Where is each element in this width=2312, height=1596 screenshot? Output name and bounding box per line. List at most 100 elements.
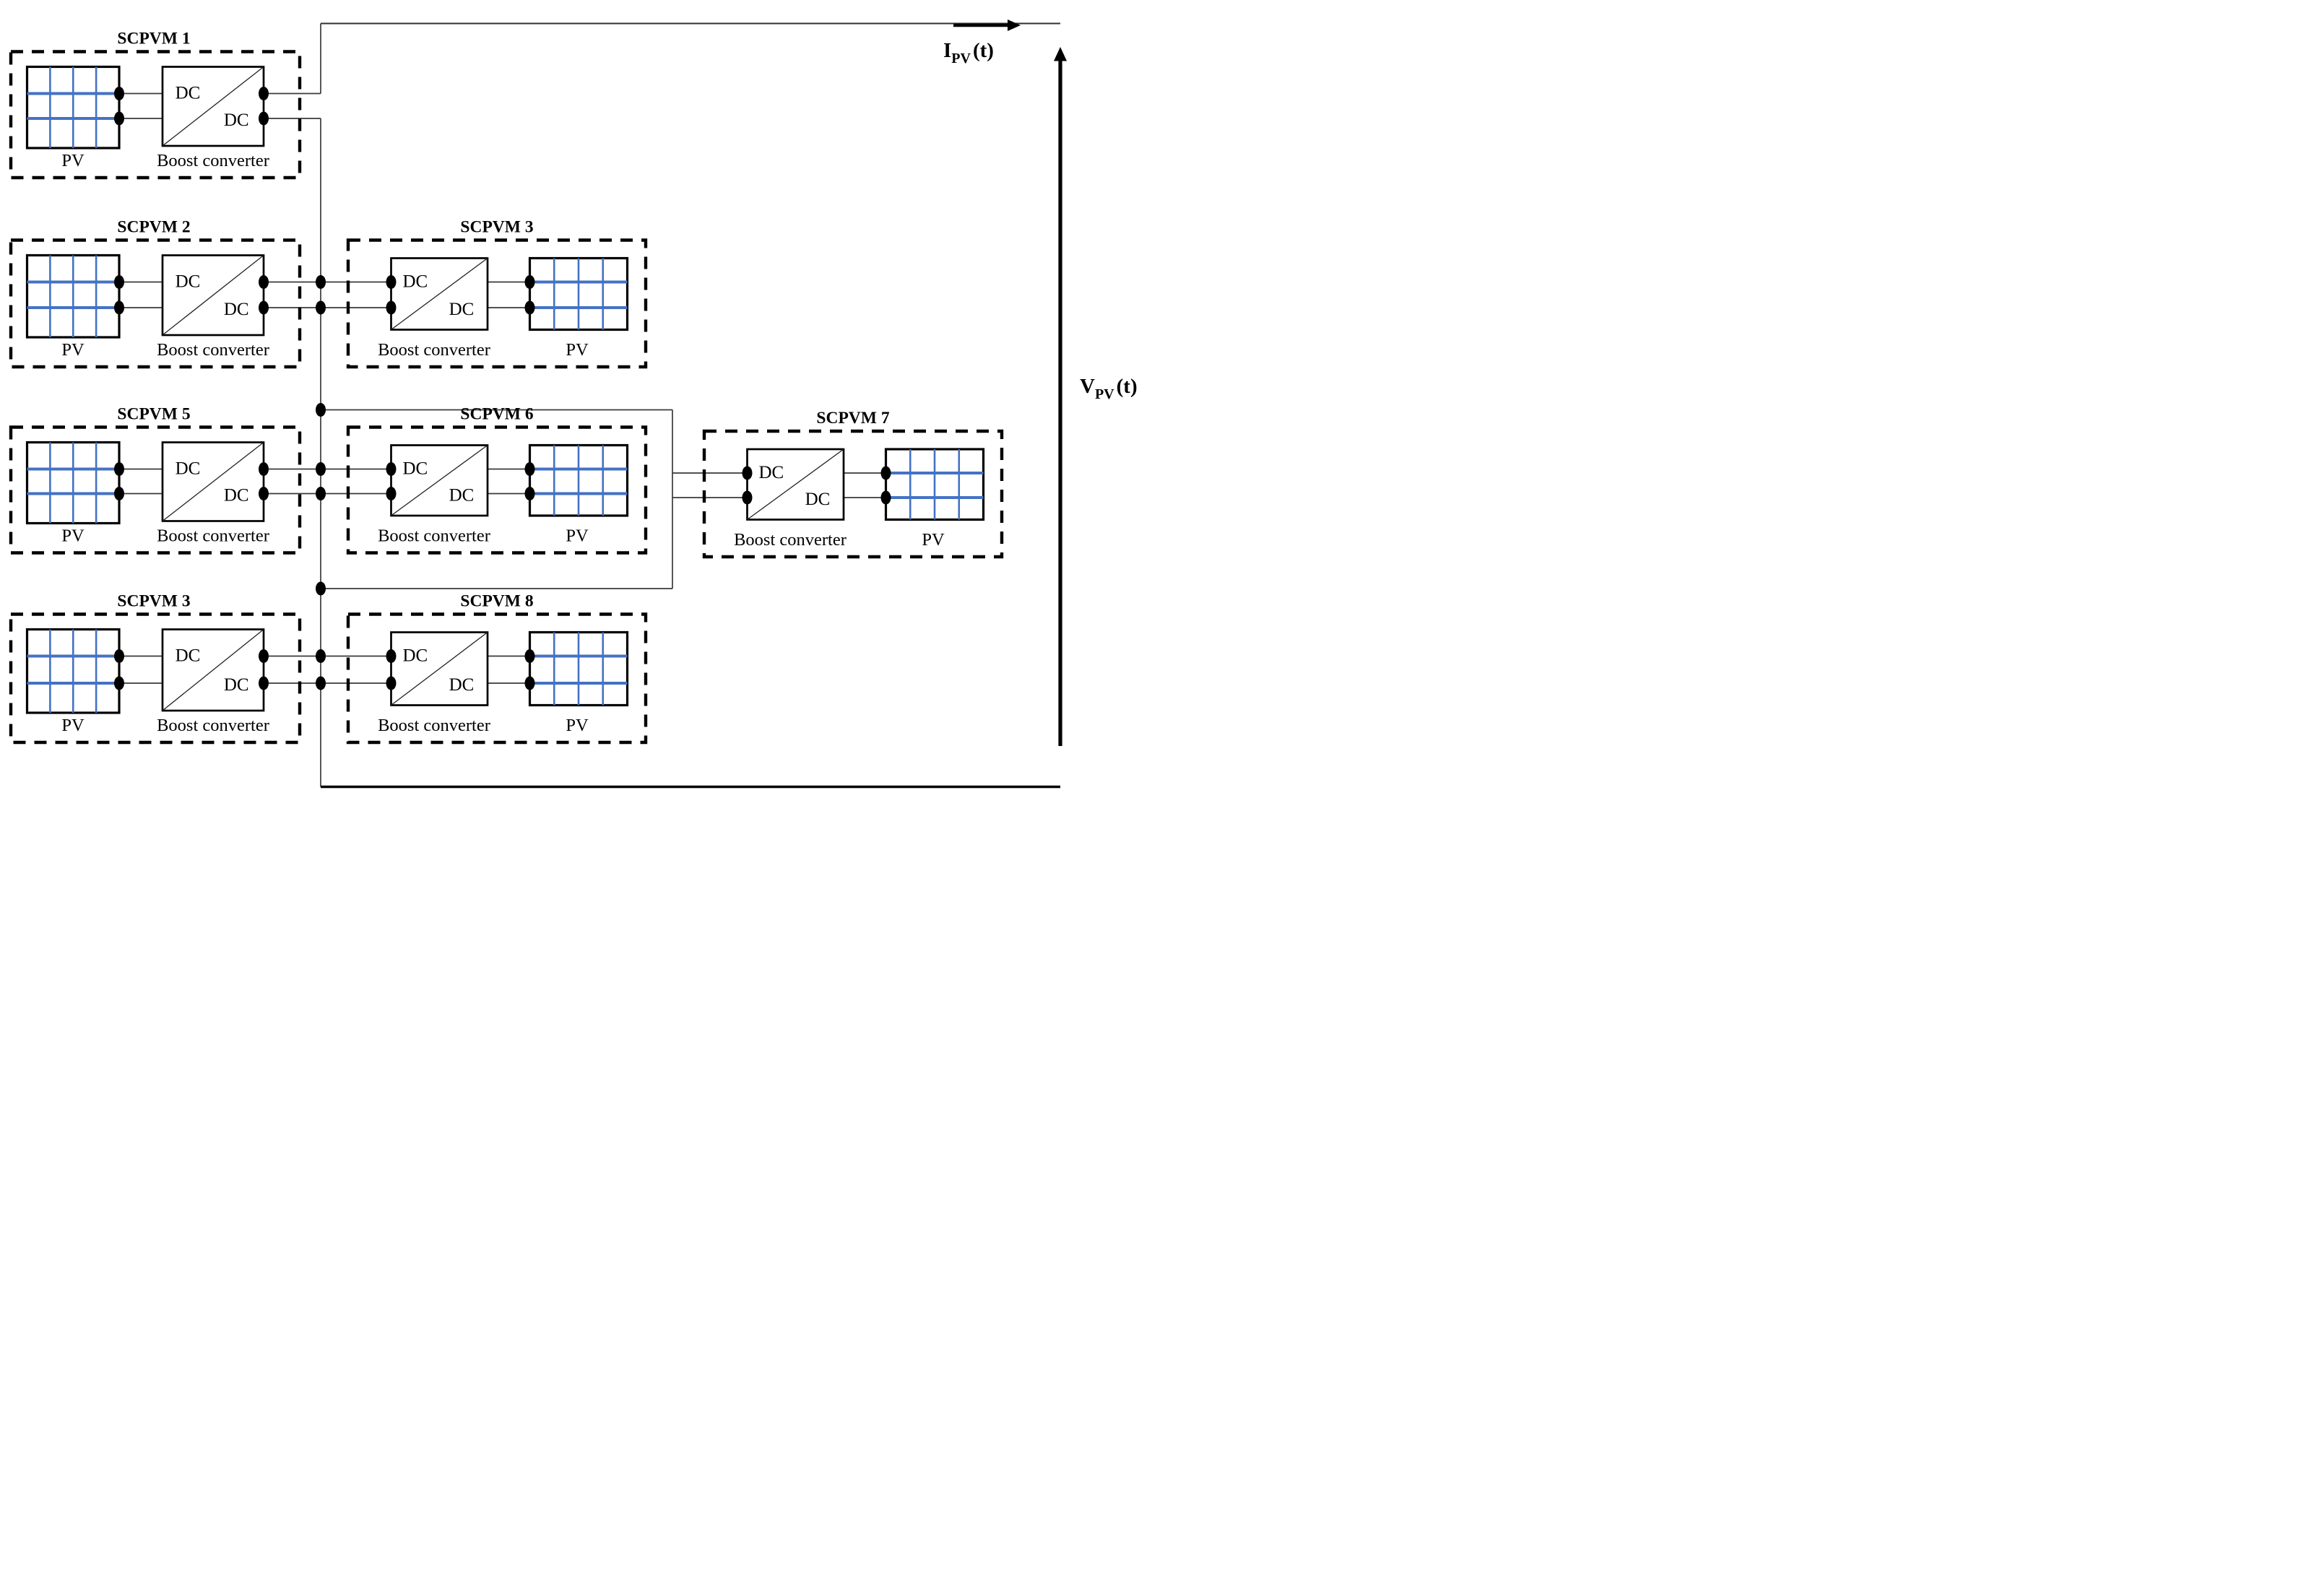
junction-dot [316, 462, 326, 476]
terminal-dot [524, 300, 535, 315]
terminal-dot [259, 300, 269, 315]
voltage-label: VPV(t) [1080, 375, 1138, 402]
junction-dot [316, 403, 326, 417]
dc-label-bottom: DC [224, 110, 249, 130]
dc-label-bottom: DC [224, 300, 249, 319]
annotation-text-part: (t) [1117, 375, 1138, 398]
converter-label: Boost converter [157, 716, 269, 735]
converter-label: Boost converter [157, 526, 269, 546]
dc-label-top: DC [176, 646, 201, 666]
terminal-dot [386, 649, 397, 663]
terminal-dot [386, 275, 397, 289]
terminal-dot [880, 490, 891, 505]
converter-label: Boost converter [157, 151, 269, 170]
pv-label: PV [922, 530, 945, 550]
dc-label-bottom: DC [805, 490, 831, 509]
voltage-arrowhead-icon [1054, 47, 1067, 61]
dc-label-bottom: DC [449, 486, 475, 506]
terminal-dot [524, 649, 535, 663]
annotation-text-part: PV [1095, 386, 1114, 402]
converter-label: Boost converter [157, 340, 269, 360]
terminal-dot [114, 300, 124, 315]
dc-label-top: DC [403, 646, 428, 666]
module-title: SCPVM 3 [460, 218, 533, 237]
terminal-dot [114, 87, 124, 100]
dc-label-top: DC [176, 459, 201, 479]
junction-dot [316, 487, 326, 500]
terminal-dot [386, 300, 397, 315]
annotation-text-part: V [1080, 375, 1095, 398]
module-title: SCPVM 6 [460, 405, 533, 424]
terminal-dot [386, 487, 397, 500]
terminal-dot [386, 676, 397, 690]
terminal-dot [880, 466, 891, 480]
pv-label: PV [61, 340, 85, 360]
module-title: SCPVM 5 [117, 405, 190, 424]
pv-label: PV [566, 716, 589, 735]
dc-label-top: DC [403, 459, 428, 479]
dc-label-top: DC [759, 463, 784, 482]
terminal-dot [524, 462, 535, 476]
terminal-dot [259, 275, 269, 289]
terminal-dot [114, 487, 124, 500]
module-title: SCPVM 8 [460, 592, 533, 611]
converter-diagonal [391, 257, 488, 331]
junction-dot [316, 676, 326, 690]
pv-label: PV [566, 526, 589, 546]
terminal-dot [259, 487, 269, 500]
annotation-text-part: (t) [973, 39, 994, 62]
dc-label-bottom: DC [224, 486, 249, 506]
converter-diagonal [747, 448, 844, 521]
current-label: IPV(t) [943, 39, 994, 66]
module-title: SCPVM 3 [117, 592, 190, 611]
module-dashed-border-scpvm8 [346, 612, 648, 745]
terminal-dot [742, 490, 753, 505]
terminal-dot [259, 111, 269, 126]
converter-diagonal [162, 628, 264, 711]
pv-label: PV [566, 340, 589, 360]
dc-label-bottom: DC [224, 675, 249, 695]
current-arrowhead-icon [1008, 19, 1021, 31]
terminal-dot [259, 676, 269, 690]
terminal-dot [114, 275, 124, 289]
annotation-text-part: PV [951, 51, 971, 66]
module-dashed-border-scpvm6 [346, 425, 648, 555]
pv-label: PV [61, 716, 85, 735]
module-title: SCPVM 7 [816, 409, 889, 428]
terminal-dot [386, 462, 397, 476]
junction-dot [316, 649, 326, 663]
converter-diagonal [162, 66, 264, 147]
junction-dot [316, 581, 326, 596]
converter-diagonal [391, 631, 488, 706]
junction-dot [316, 275, 326, 289]
dc-label-bottom: DC [449, 300, 475, 319]
terminal-dot [259, 649, 269, 663]
module-dashed-border-scpvm7 [702, 429, 1004, 559]
pv-label: PV [61, 526, 85, 546]
converter-diagonal [162, 441, 264, 522]
terminal-dot [524, 275, 535, 289]
terminal-dot [114, 111, 124, 126]
annotation-text-part: I [943, 39, 951, 62]
terminal-dot [114, 649, 124, 663]
terminal-dot [114, 462, 124, 476]
converter-label: Boost converter [378, 526, 490, 546]
terminal-dot [259, 87, 269, 100]
converter-label: Boost converter [378, 340, 490, 360]
pv-label: PV [61, 151, 85, 170]
dc-label-top: DC [176, 84, 201, 103]
module-title: SCPVM 1 [117, 30, 190, 48]
dc-label-top: DC [176, 272, 201, 292]
terminal-dot [259, 462, 269, 476]
module-dashed-border-scpvm5 [9, 425, 302, 555]
terminal-dot [742, 466, 753, 480]
dc-label-top: DC [403, 272, 428, 292]
module-title: SCPVM 2 [117, 218, 190, 237]
junction-dot [316, 300, 326, 315]
converter-label: Boost converter [378, 716, 490, 735]
converter-label: Boost converter [734, 530, 847, 550]
terminal-dot [114, 676, 124, 690]
module-dashed-border-scpvm3 [346, 238, 648, 369]
